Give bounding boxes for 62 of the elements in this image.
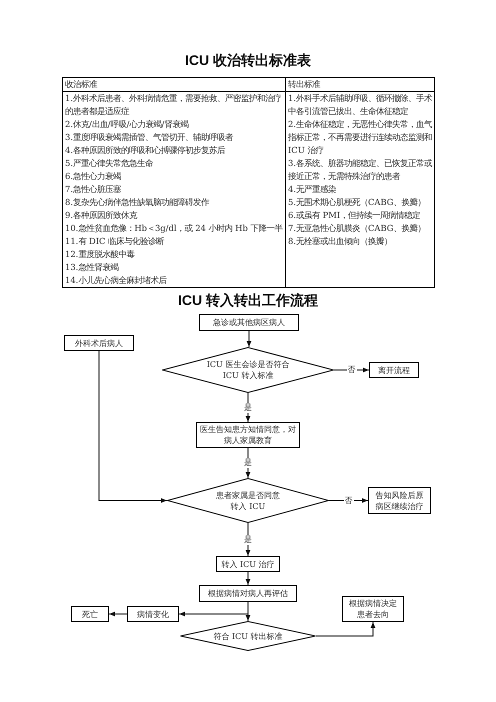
arrow xyxy=(178,602,248,616)
decision-diamond xyxy=(167,478,329,523)
node-text: 告知风险后原病区继续治疗 xyxy=(374,490,424,512)
column-header: 收治标准 xyxy=(62,78,286,92)
criteria-item: 3.各系统、脏器功能稳定、已恢复正常或接近正常，无需特殊治疗的患者 xyxy=(288,157,432,183)
process-box xyxy=(342,596,404,622)
decision-diamond xyxy=(180,621,316,651)
decision-diamond xyxy=(162,347,334,393)
criteria-item: 5.严重心律失常危急生命 xyxy=(65,157,154,170)
process-box xyxy=(199,314,299,331)
process-box xyxy=(64,335,134,351)
criteria-item: 8.无栓塞或出血倾向（换瓣） xyxy=(288,235,393,248)
criteria-item: 3.重度呼吸衰竭需插管、气管切开、辅助呼吸者 xyxy=(65,131,234,144)
arrow xyxy=(108,612,128,616)
process-box xyxy=(369,362,419,378)
criteria-item: 6.或虽有 PMI，但持续一周病情稳定 xyxy=(288,209,422,222)
node-text: 死亡 xyxy=(81,608,99,620)
criteria-item: 9.各种原因所致休克 xyxy=(65,209,138,222)
criteria-item: 12.重度脱水酸中毒 xyxy=(65,248,136,261)
criteria-item: 7.急性心脏压塞 xyxy=(65,183,122,196)
process-box xyxy=(71,606,109,622)
criteria-item: 4.各种原因所致的呼吸和心搏骤停初步复苏后 xyxy=(65,144,226,157)
arrow xyxy=(246,572,250,586)
criteria-item: 8.复杂先心病伴急性缺氧脑功能障碍发作 xyxy=(65,196,210,209)
edge-label: 是 xyxy=(243,402,253,412)
arrow xyxy=(98,350,168,503)
node-text: 符合 ICU 转出标准 xyxy=(212,630,284,642)
edge-label: 否 xyxy=(344,496,354,506)
node-text: 医生告知患方知情同意，对病人家属教育 xyxy=(199,424,297,446)
node-text: 根据病情对病人再评估 xyxy=(207,588,289,599)
edge-label: 是 xyxy=(243,458,253,468)
arrow xyxy=(316,622,376,636)
criteria-item: 10.急性贫血危像：Hb＜3g/dl，或 24 小时内 Hb 下降一半 xyxy=(65,222,283,235)
process-box xyxy=(216,556,280,572)
column-header: 转出标准 xyxy=(286,78,434,92)
process-box xyxy=(127,606,179,622)
criteria-item: 1.外科术后患者、外科病情危重，需要抢救、严密监护和治疗的患者都是适应症 xyxy=(65,92,282,118)
criteria-item: 13.急性肾衰竭 xyxy=(65,261,120,274)
criteria-item: 11.有 DIC 临床与化验诊断 xyxy=(65,235,166,248)
criteria-item: 2.生命体征稳定，无恶性心律失常，血气指标正常，不再需要进行连续动态监测和 ICU 治疗 xyxy=(288,118,432,157)
criteria-item: 1.外科手术后辅助呼吸、循环撤除、手术中各引流管已拔出、生命体征稳定 xyxy=(288,92,432,118)
criteria-item: 2.休克/出血/呼吸/心力衰竭/肾衰竭 xyxy=(65,118,190,131)
node-text: 根据病情决定患者去向 xyxy=(348,598,398,620)
criteria-item: 5.无围术期心肌梗死（CABG、换瓣） xyxy=(288,196,426,209)
page-title: ICU 收治转出标准表 xyxy=(185,52,311,68)
edge-label: 是 xyxy=(243,534,253,544)
node-text: 病情变化 xyxy=(136,608,170,620)
process-box xyxy=(368,487,431,514)
node-text: 转入 ICU 治疗 xyxy=(220,558,276,570)
edge-label: 否 xyxy=(346,365,356,375)
node-text: 急诊或其他病区病人 xyxy=(212,317,286,328)
criteria-item: 4.无严重感染 xyxy=(288,183,337,196)
section-title: ICU 转入转出工作流程 xyxy=(178,292,318,308)
node-text: 患者家属是否同意转入 ICU xyxy=(215,490,281,512)
criteria-item: 14.小儿先心病全麻封堵术后 xyxy=(65,274,168,287)
arrow xyxy=(246,330,252,348)
node-text: 外科术后病人 xyxy=(74,338,124,348)
process-box xyxy=(199,585,297,602)
criteria-item: 6.急性心力衰竭 xyxy=(65,170,122,183)
node-text: ICU 医生会诊是否符合ICU 转入标准 xyxy=(206,359,290,381)
criteria-item: 7.无亚急性心肌膜炎（CABG、换瓣） xyxy=(288,222,426,235)
node-text: 离开流程 xyxy=(377,364,411,376)
